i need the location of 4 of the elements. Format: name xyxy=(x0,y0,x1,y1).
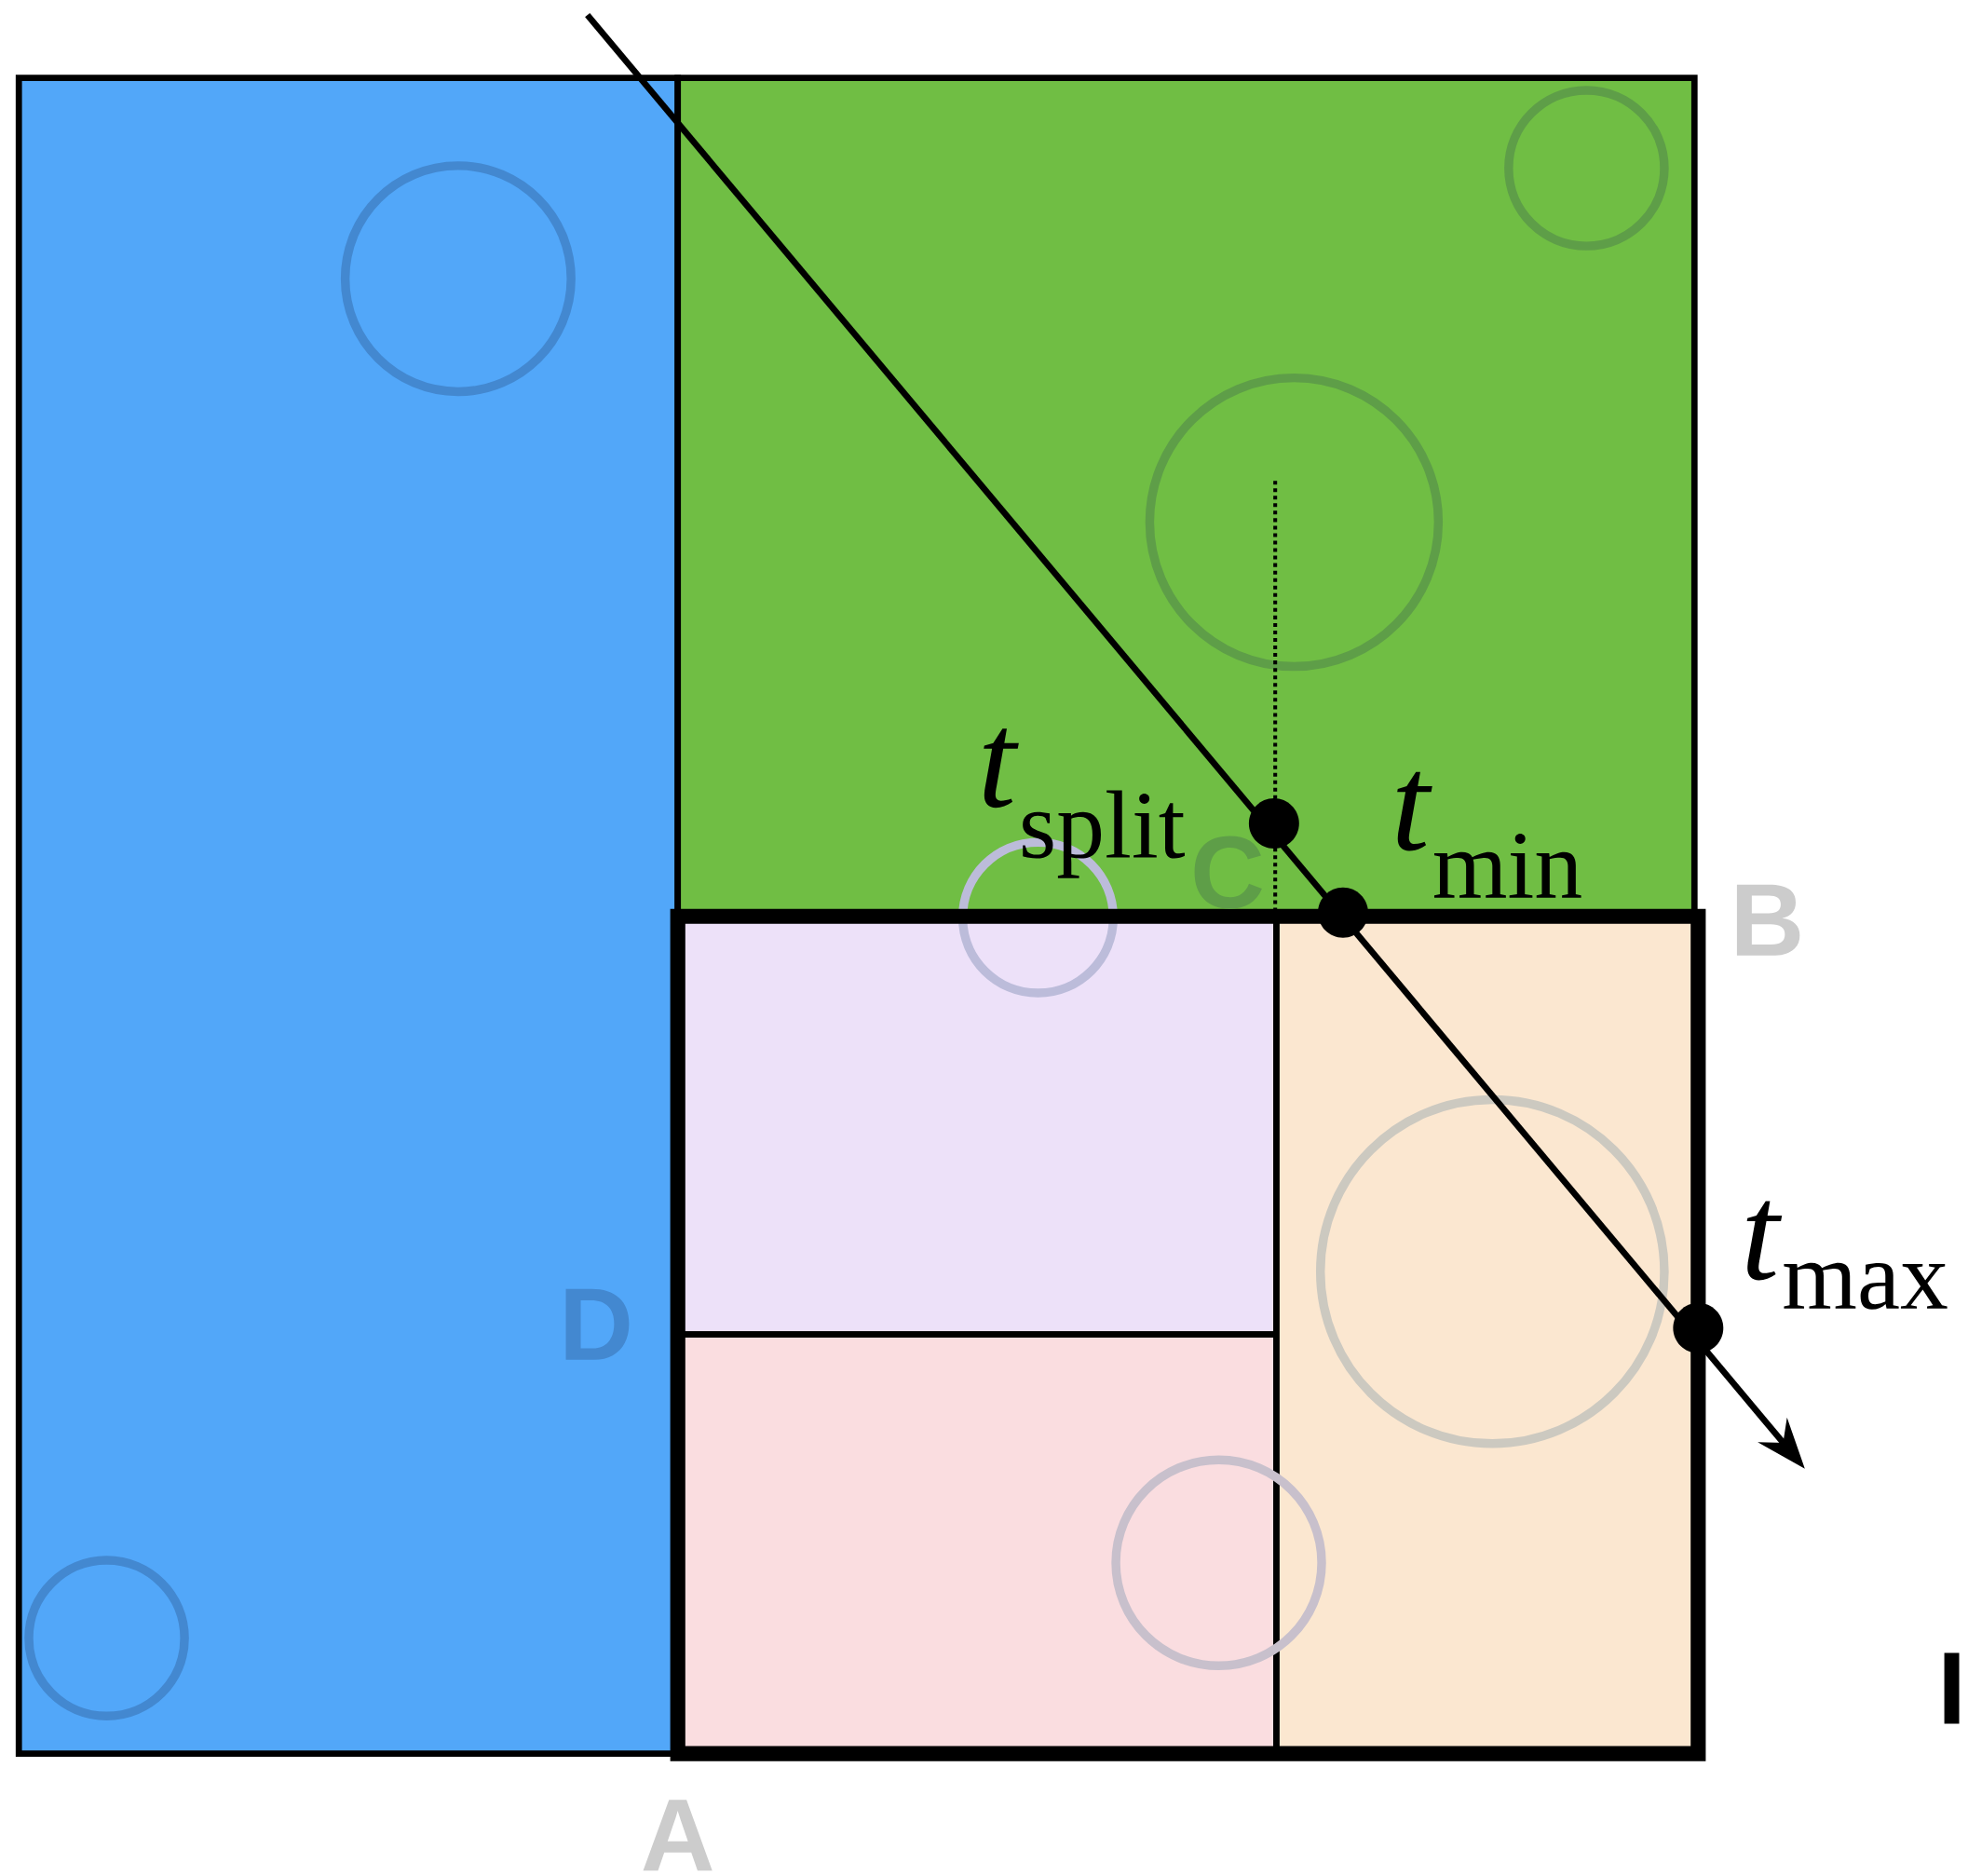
parameter-label: t$_{max}$ xyxy=(1746,1201,1948,1310)
parameter-label: t$_{split}$ xyxy=(984,728,1185,878)
parameter-label: t$_{min}$ xyxy=(1397,771,1581,898)
region-letter: I xyxy=(1944,1652,1960,1724)
